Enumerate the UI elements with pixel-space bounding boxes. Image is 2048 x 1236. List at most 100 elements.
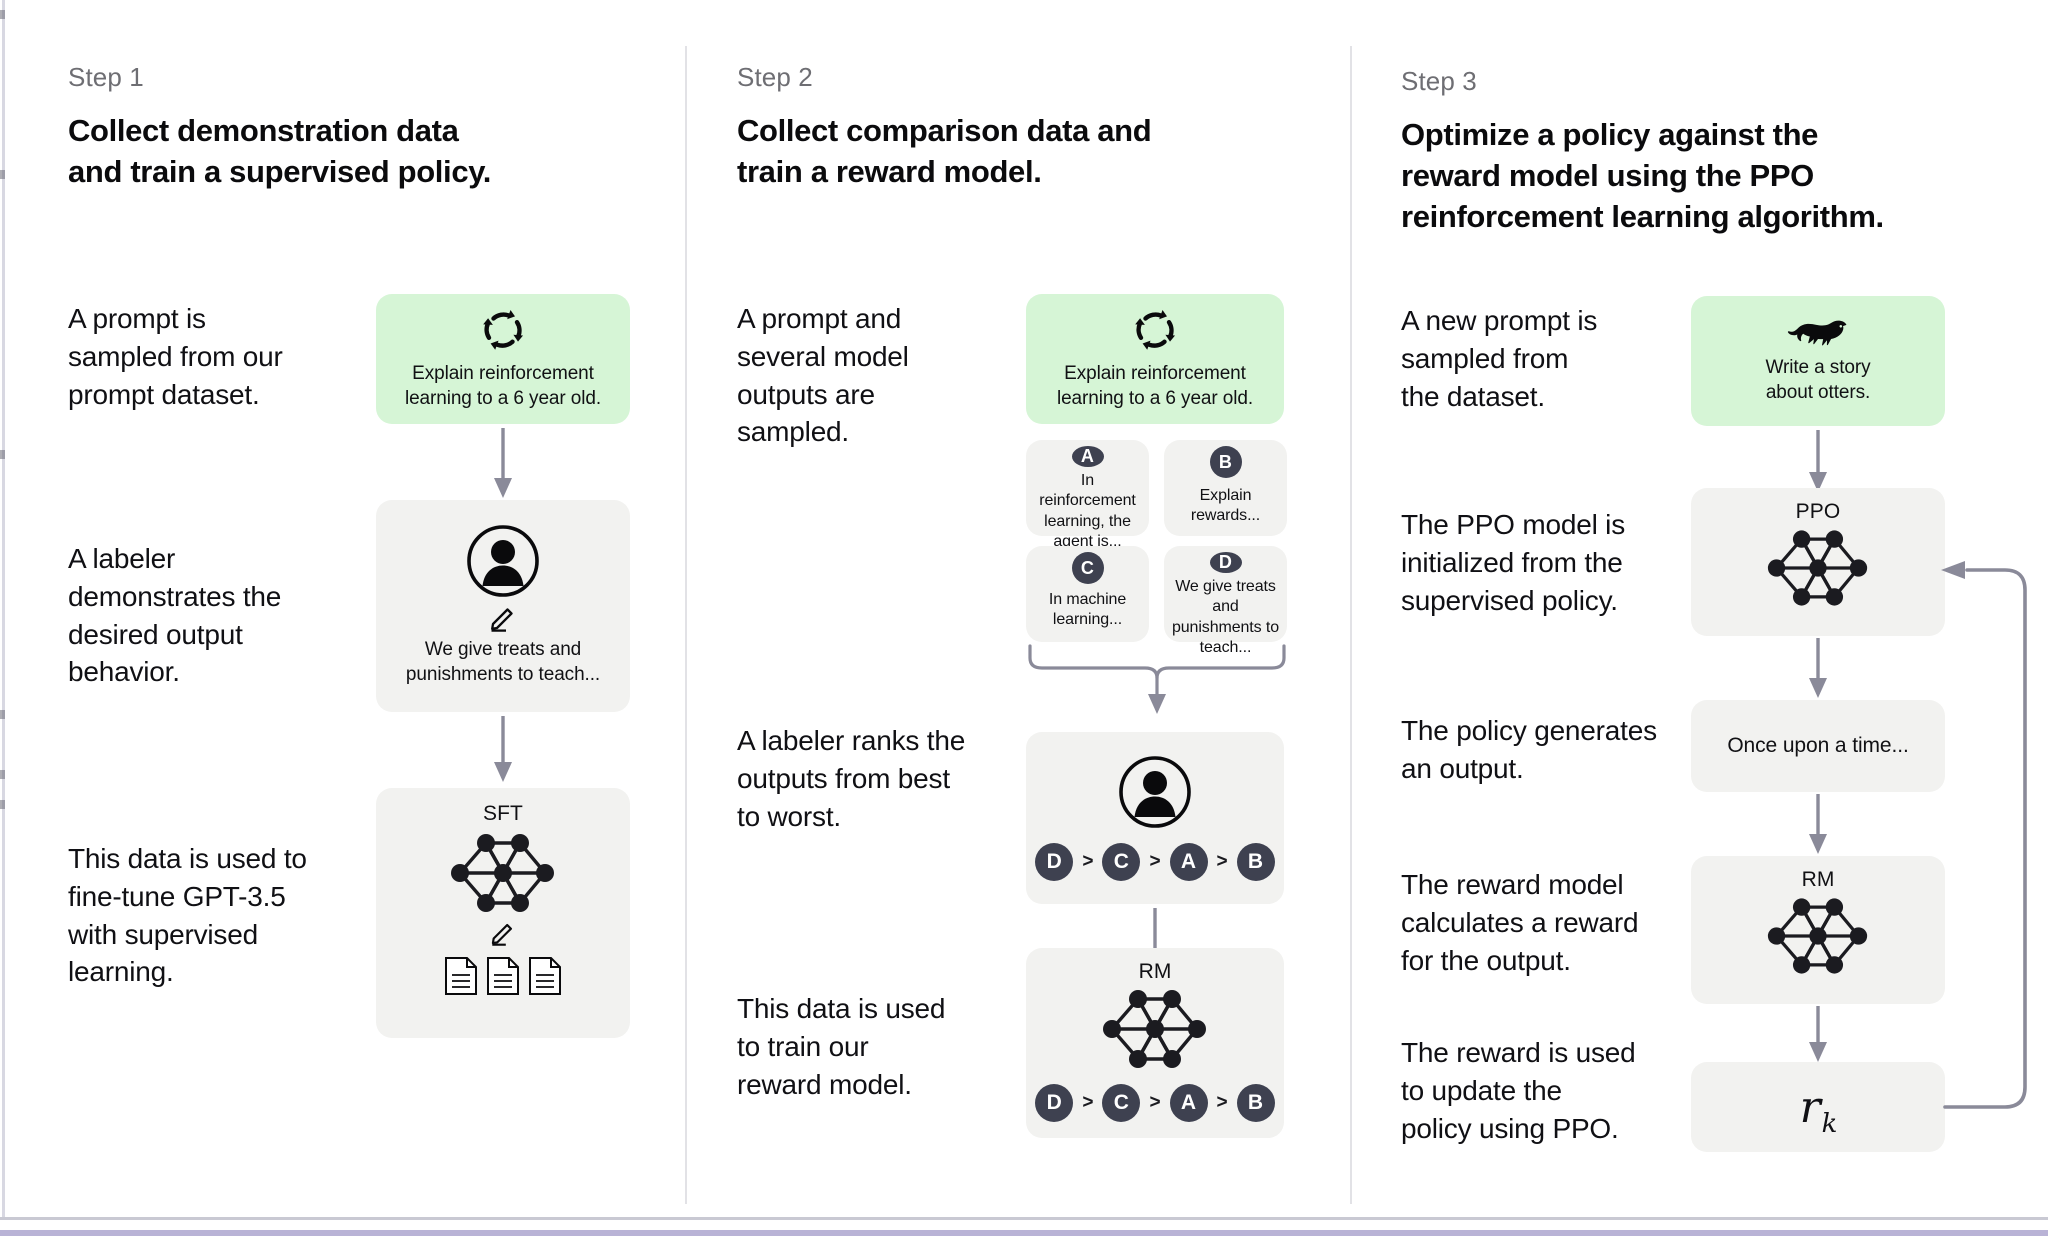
step-1-prompt-card[interactable]: Explain reinforcement learning to a 6 ye… [376, 294, 630, 424]
step-2-output-text-a: In reinforcement learning, the agent is.… [1039, 472, 1136, 551]
rank-operator: > [1216, 851, 1228, 872]
step-2-brace-arrow [1028, 644, 1286, 714]
output-badge-c: C [1071, 552, 1104, 584]
rank-badge: D [1035, 843, 1074, 881]
neural-network-icon [451, 834, 554, 912]
step-1-labeler-card[interactable]: We give treats and punishments to teach.… [376, 500, 630, 712]
person-circle-icon [1119, 756, 1191, 828]
step-3-arrow-4 [1809, 1006, 1827, 1062]
edge-tick [0, 10, 5, 19]
page-bottom-rule [0, 1217, 2048, 1220]
step-3-prompt-card[interactable]: Write a story about otters. [1691, 296, 1945, 426]
reward-symbol: rk [1799, 1081, 1838, 1139]
step-1-column: Step 1 Collect demonstration data and tr… [0, 0, 686, 1236]
step-1-title: Collect demonstration data and train a s… [68, 113, 492, 190]
step-2-output-card-c[interactable]: C In machine learning... [1026, 546, 1149, 642]
step-2-label: Step 2 [737, 62, 813, 92]
page-bottom-accent [0, 1230, 2048, 1236]
rank-operator: > [1082, 1092, 1094, 1113]
step-2-output-card-d[interactable]: D We give treats and punishments to teac… [1164, 546, 1287, 656]
step-1-sft-card[interactable]: SFT [376, 788, 630, 1038]
step-2-output-text-d: We give treats and punishments to teach.… [1171, 578, 1280, 657]
step-2-title: Collect comparison data and train a rewa… [737, 113, 1152, 190]
step-1-label: Step 1 [68, 62, 144, 92]
step-2-prompt-caption: Explain reinforcement learning to a 6 ye… [1056, 363, 1254, 409]
neural-network-icon [1767, 530, 1868, 606]
rank-operator: > [1082, 851, 1094, 872]
rank-badge: A [1169, 843, 1208, 881]
step-2-description-3: This data is used to train our reward mo… [737, 993, 946, 1100]
step-2-output-card-b[interactable]: B Explain rewards... [1164, 440, 1287, 536]
edge-tick [0, 770, 5, 779]
step-2-description-1: A prompt and several model outputs are s… [737, 303, 909, 448]
step-2-prompt-card[interactable]: Explain reinforcement learning to a 6 ye… [1026, 294, 1284, 424]
pencil-icon [491, 923, 513, 946]
step-2-column: Step 2 Collect comparison data and train… [686, 0, 1351, 1236]
person-circle-icon [467, 525, 539, 598]
page-left-rule [2, 0, 5, 1220]
step-2-output-card-a[interactable]: A In reinforcement learning, the agent i… [1026, 440, 1149, 550]
step-3-arrow-2 [1809, 638, 1827, 698]
edge-tick [0, 170, 5, 179]
step-3-prompt-caption: Write a story about otters. [1765, 357, 1871, 403]
step-2-labeler-card[interactable]: D > C > A > B [1026, 732, 1284, 904]
step-3-output-card[interactable]: Once upon a time... [1691, 700, 1945, 792]
step-1-description-3: This data is used to fine-tune GPT-3.5 w… [68, 843, 307, 988]
recycle-arrows-icon [1135, 310, 1175, 351]
rank-operator: > [1149, 1092, 1161, 1113]
step-3-label: Step 3 [1401, 66, 1477, 96]
neural-network-icon [1767, 898, 1868, 974]
output-badge-d: D [1209, 552, 1242, 573]
output-badge-a: A [1071, 446, 1104, 467]
step-3-description-1: A new prompt is sampled from the dataset… [1401, 305, 1598, 412]
step-3-ppo-label: PPO [1795, 500, 1841, 523]
step-3-description-2: The PPO model is initialized from the su… [1401, 509, 1625, 616]
rank-operator: > [1216, 1092, 1228, 1113]
step-2-rm-card[interactable]: RM [1026, 948, 1284, 1138]
step-2-rm-label: RM [1138, 960, 1172, 983]
edge-tick [0, 450, 5, 459]
rank-badge: D [1035, 1084, 1074, 1122]
step-2-labeler-ranking: D > C > A > B [1035, 843, 1275, 881]
step-3-column: Step 3 Optimize a policy against the rew… [1351, 0, 2048, 1236]
rank-badge: C [1102, 843, 1141, 881]
step-1-labeler-caption: We give treats and punishments to teach.… [405, 639, 601, 685]
step-3-rm-label: RM [1801, 868, 1835, 891]
step-3-title: Optimize a policy against the reward mod… [1401, 117, 1884, 235]
step-3-ppo-card[interactable]: PPO [1691, 488, 1945, 636]
step-2-output-text-c: In machine learning... [1048, 591, 1127, 629]
step-3-description-4: The reward model calculates a reward for… [1401, 869, 1639, 976]
edge-tick [0, 710, 5, 719]
step-2-rm-ranking: D > C > A > B [1035, 1084, 1275, 1122]
pencil-icon [491, 608, 513, 633]
step-1-arrow-2 [494, 716, 512, 782]
step-1-prompt-caption: Explain reinforcement learning to a 6 ye… [404, 363, 602, 409]
step-1-description-1: A prompt is sampled from our prompt data… [68, 303, 283, 410]
step-3-rm-card[interactable]: RM [1691, 856, 1945, 1004]
step-1-description-2: A labeler demonstrates the desired outpu… [68, 543, 282, 688]
step-3-arrow-1 [1809, 430, 1827, 492]
rank-badge: A [1169, 1084, 1208, 1122]
rank-badge: B [1236, 1084, 1275, 1122]
step-1-sft-label: SFT [483, 802, 523, 825]
step-2-description-2: A labeler ranks the outputs from best to… [737, 725, 966, 832]
step-3-description-5: The reward is used to update the policy … [1401, 1037, 1636, 1144]
documents-icon [444, 956, 562, 996]
column-divider-2 [1350, 46, 1352, 1204]
recycle-arrows-icon [483, 310, 523, 351]
rank-badge: C [1102, 1084, 1141, 1122]
step-2-output-text-b: Explain rewards... [1190, 487, 1261, 525]
step-3-description-3: The policy generates an output. [1401, 715, 1657, 784]
step-3-reward-card[interactable]: rk [1691, 1062, 1945, 1152]
step-3-output-caption: Once upon a time... [1727, 734, 1909, 758]
otter-icon [1787, 320, 1847, 346]
step-3-arrow-3 [1809, 794, 1827, 854]
step-1-arrow-1 [494, 428, 512, 498]
neural-network-icon [1103, 990, 1206, 1068]
column-divider-1 [685, 46, 687, 1204]
rank-badge: B [1236, 843, 1275, 881]
edge-tick [0, 800, 5, 809]
output-badge-b: B [1209, 446, 1242, 478]
step-3-feedback-loop-arrow [1941, 561, 2027, 1109]
